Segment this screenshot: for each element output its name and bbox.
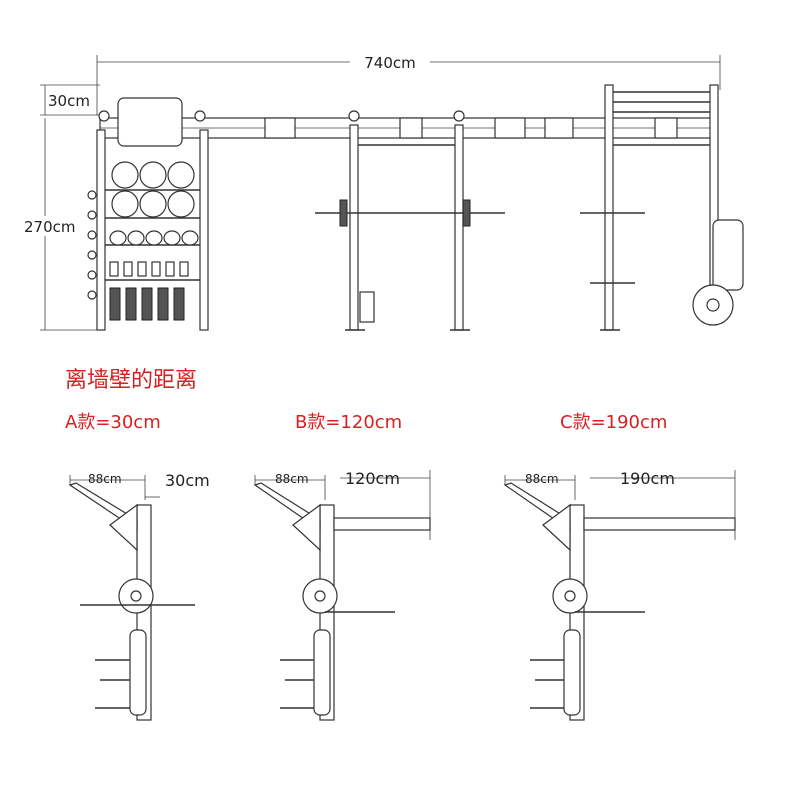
variant-a-label: A款=30cm <box>65 412 161 433</box>
variant-c-label: C款=190cm <box>560 412 667 433</box>
wall-distance-caption: 离墙壁的距离 <box>65 368 197 393</box>
variant-c-arm-width: 88cm <box>525 472 559 486</box>
side-view-a: 88cm 30cm <box>68 471 210 721</box>
variant-c-distance: 190cm <box>620 469 675 488</box>
variant-a-arm-width: 88cm <box>88 472 122 486</box>
total-width-label: 740cm <box>364 54 416 72</box>
front-view: 740cm 30cm 270cm <box>20 52 744 331</box>
variant-a-distance: 30cm <box>165 471 210 490</box>
side-view-b: 88cm 120cm <box>253 469 431 721</box>
squat-rack <box>315 110 505 331</box>
variant-b-distance: 120cm <box>345 469 400 488</box>
variant-b-label: B款=120cm <box>295 412 402 433</box>
variant-b-arm-width: 88cm <box>275 472 309 486</box>
side-view-c: 88cm 190cm <box>503 469 736 721</box>
height-label: 270cm <box>24 218 76 236</box>
storage-rack <box>87 97 209 331</box>
right-frame <box>580 84 744 331</box>
top-offset-label: 30cm <box>48 92 90 110</box>
